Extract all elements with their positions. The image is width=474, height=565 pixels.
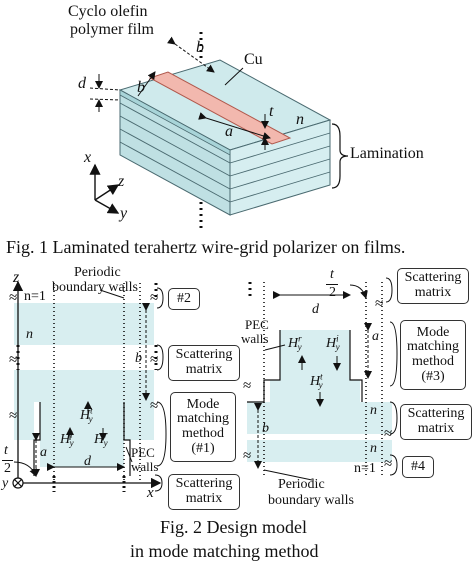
periodic-bottom-line2: boundary walls — [268, 493, 354, 508]
axis-z-fig2: z — [13, 269, 20, 286]
scattering-bottom-line2: matrix — [185, 491, 223, 506]
sym-b-top: b — [196, 39, 204, 56]
pec-left-line2: walls — [131, 459, 159, 474]
axis-y-fig2: y — [2, 476, 9, 491]
laminated-block — [89, 32, 349, 232]
n-eq-1-right: n=1 — [354, 461, 376, 476]
axis-y-fig1: y — [120, 205, 128, 222]
svg-text:≈: ≈ — [243, 448, 251, 464]
hy-t-right: Hty — [310, 371, 323, 391]
sym-b-right-fig2: b — [262, 421, 269, 436]
tag-2-box: #2 — [168, 288, 200, 310]
mode-matching-left: Mode matching method (#1) — [170, 392, 236, 462]
mode-left-line2: matching — [176, 411, 230, 427]
tag-2: #2 — [177, 290, 191, 306]
svg-text:≈: ≈ — [9, 408, 17, 424]
mode-left-line1: Mode — [186, 396, 220, 412]
scattering-tr-line1: Scattering — [404, 270, 462, 286]
n-right-2: n — [370, 441, 377, 456]
pec-right-line2: walls — [241, 331, 269, 346]
fig2-right-structure: ≈ ≈ ≈ ≈ ≈ — [243, 277, 398, 481]
periodic-bottom-line1: Periodic — [278, 477, 325, 492]
t-half-den-left: 2 — [4, 461, 11, 476]
hy-t-left: Hty — [80, 405, 93, 425]
mode-right-line1: Mode — [416, 324, 450, 340]
sym-b-left: b — [137, 79, 145, 96]
svg-text:≈: ≈ — [150, 398, 158, 414]
scattering-bottom-line1: Scattering — [175, 476, 233, 492]
scattering-mr-line1: Scattering — [407, 406, 465, 422]
hy-r-left: Hry — [94, 429, 108, 449]
t-half-bar-left — [2, 460, 13, 461]
sym-a-right-fig2: a — [372, 329, 379, 344]
cu-label: Cu — [244, 51, 263, 68]
t-half-bar-right — [326, 284, 338, 285]
t-half-num-right: t — [330, 267, 334, 282]
mode-right-line2: matching — [406, 339, 460, 355]
n-right: n — [370, 403, 377, 418]
svg-text:≈: ≈ — [150, 290, 158, 306]
periodic-top-line1: Periodic — [74, 265, 121, 280]
svg-text:≈: ≈ — [9, 352, 17, 368]
pec-right-line1: PEC — [245, 317, 269, 332]
hy-r-right: Hry — [288, 333, 302, 353]
sym-a: a — [225, 123, 233, 140]
n-eq-1-left: n=1 — [24, 289, 46, 304]
sym-d-right-fig2: d — [312, 302, 319, 317]
sym-b-left-fig2: b — [135, 351, 142, 366]
scattering-matrix-bottom: Scattering matrix — [168, 474, 240, 510]
scattering-matrix-top-right: Scattering matrix — [397, 268, 469, 304]
sym-n: n — [296, 111, 304, 128]
fig2-left-structure: ≈ ≈ ≈ ≈ ≈ ≈ — [9, 280, 167, 492]
svg-text:≈: ≈ — [150, 352, 158, 368]
svg-text:≈: ≈ — [9, 290, 17, 306]
scattering-left-line1: Scattering — [175, 347, 233, 363]
tag-4: #4 — [411, 458, 425, 474]
sym-d: d — [78, 75, 86, 92]
svg-text:≈: ≈ — [375, 296, 383, 312]
scattering-matrix-mid-right: Scattering matrix — [400, 404, 472, 440]
periodic-top-line2: boundary walls — [52, 280, 138, 295]
mode-right-line3: method — [412, 354, 454, 369]
svg-text:≈: ≈ — [384, 456, 392, 472]
scattering-left-line2: matrix — [185, 362, 223, 377]
scattering-mr-line2: matrix — [417, 421, 455, 436]
film-label-line2: polymer film — [70, 21, 154, 38]
lamination-label: Lamination — [350, 145, 424, 162]
scattering-matrix-left: Scattering matrix — [168, 345, 240, 381]
svg-text:≈: ≈ — [243, 378, 251, 394]
fig2-caption-line1: Fig. 2 Design model — [160, 517, 307, 537]
t-half-num-left: t — [4, 443, 8, 458]
n-left: n — [26, 327, 33, 342]
axis-z-fig1: z — [118, 173, 125, 190]
sym-d-left-fig2: d — [84, 454, 91, 469]
film-label-line1: Cyclo olefin — [68, 3, 148, 20]
hy-i-right: Hiy — [326, 333, 340, 353]
scattering-tr-line2: matrix — [414, 285, 452, 300]
axis-x-fig1: x — [84, 149, 92, 166]
axes-fig1 — [89, 163, 120, 214]
fig1-caption: Fig. 1 Laminated terahertz wire-grid pol… — [6, 237, 406, 257]
tag-4-box: #4 — [402, 456, 434, 478]
sym-a-left-fig2: a — [40, 445, 47, 460]
axis-x-fig2: x — [147, 485, 154, 501]
t-half-den-right: 2 — [329, 285, 336, 300]
mode-left-line4: (#1) — [191, 440, 215, 456]
pec-left-line1: PEC — [131, 445, 155, 460]
mode-right-line4: (#3) — [421, 368, 445, 384]
svg-text:≈: ≈ — [384, 426, 392, 442]
mode-left-line3: method — [182, 426, 224, 441]
sym-t: t — [269, 103, 274, 120]
fig2-caption-line2: in mode matching method — [130, 541, 319, 561]
hy-i-left: Hiy — [60, 429, 74, 449]
mode-matching-right: Mode matching method (#3) — [400, 320, 466, 390]
